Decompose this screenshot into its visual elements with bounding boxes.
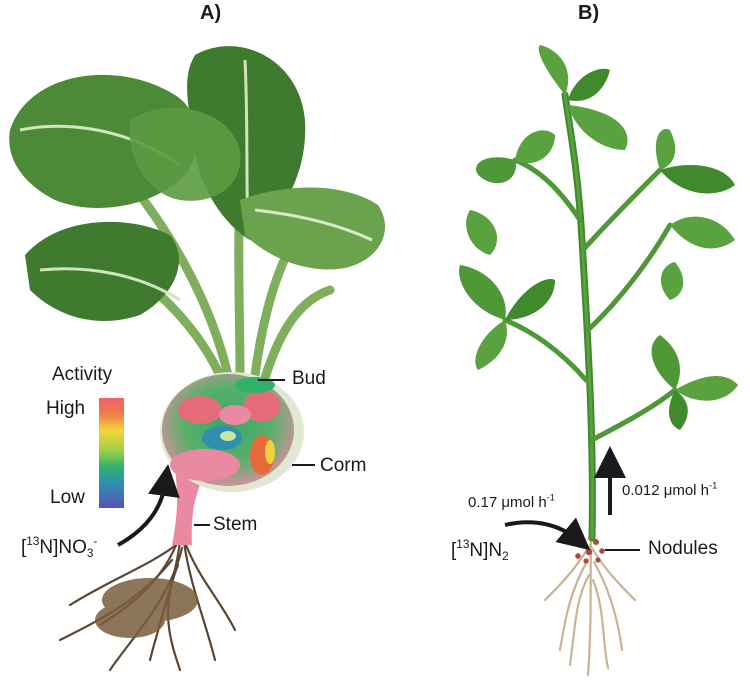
leaf bbox=[476, 157, 516, 184]
leaf bbox=[240, 187, 386, 270]
panel-b-label: B) bbox=[578, 2, 600, 24]
leaf bbox=[675, 375, 738, 401]
leaves bbox=[9, 46, 386, 321]
tracer-arrow-b bbox=[504, 517, 591, 551]
nodules-label: Nodules bbox=[648, 538, 718, 559]
leaf bbox=[475, 320, 507, 370]
panel-a-label: A) bbox=[200, 2, 222, 24]
nodules bbox=[575, 535, 605, 564]
rate-up-label: 0.012 μmol h-1 bbox=[622, 480, 718, 499]
leaf bbox=[655, 129, 676, 170]
tracer-arrow-a bbox=[117, 464, 180, 547]
root-mass bbox=[95, 578, 198, 638]
leaf bbox=[568, 105, 628, 150]
main-stem bbox=[561, 91, 596, 542]
activity-colorbar bbox=[99, 398, 124, 508]
legend-high: High bbox=[46, 398, 86, 419]
leaf bbox=[670, 216, 735, 249]
legend-title: Activity bbox=[52, 364, 113, 385]
panel-b-plant bbox=[459, 45, 738, 677]
leaf bbox=[568, 68, 610, 101]
leaf bbox=[660, 165, 735, 194]
bud-label: Bud bbox=[292, 368, 326, 389]
branches bbox=[502, 157, 678, 443]
leaf bbox=[538, 45, 569, 95]
rate-in-label: 0.17 μmol h-1 bbox=[468, 492, 555, 511]
panel-a-plant bbox=[9, 46, 386, 672]
leaf bbox=[466, 210, 498, 255]
leaves-b bbox=[459, 45, 738, 430]
leaf bbox=[660, 262, 684, 300]
corm bbox=[160, 372, 304, 492]
stem-label: Stem bbox=[213, 514, 258, 535]
corm-label: Corm bbox=[320, 455, 367, 476]
leaf bbox=[505, 279, 555, 320]
leaf bbox=[129, 107, 241, 201]
leaf bbox=[459, 265, 506, 320]
tracer-b-label: [13N]N2 bbox=[451, 537, 509, 564]
leaf bbox=[651, 335, 680, 390]
legend-low: Low bbox=[50, 487, 85, 508]
roots-b bbox=[543, 533, 637, 677]
leaf bbox=[515, 130, 555, 164]
leaf bbox=[668, 390, 688, 430]
tracer-a-label: [13N]NO3- bbox=[21, 534, 98, 561]
